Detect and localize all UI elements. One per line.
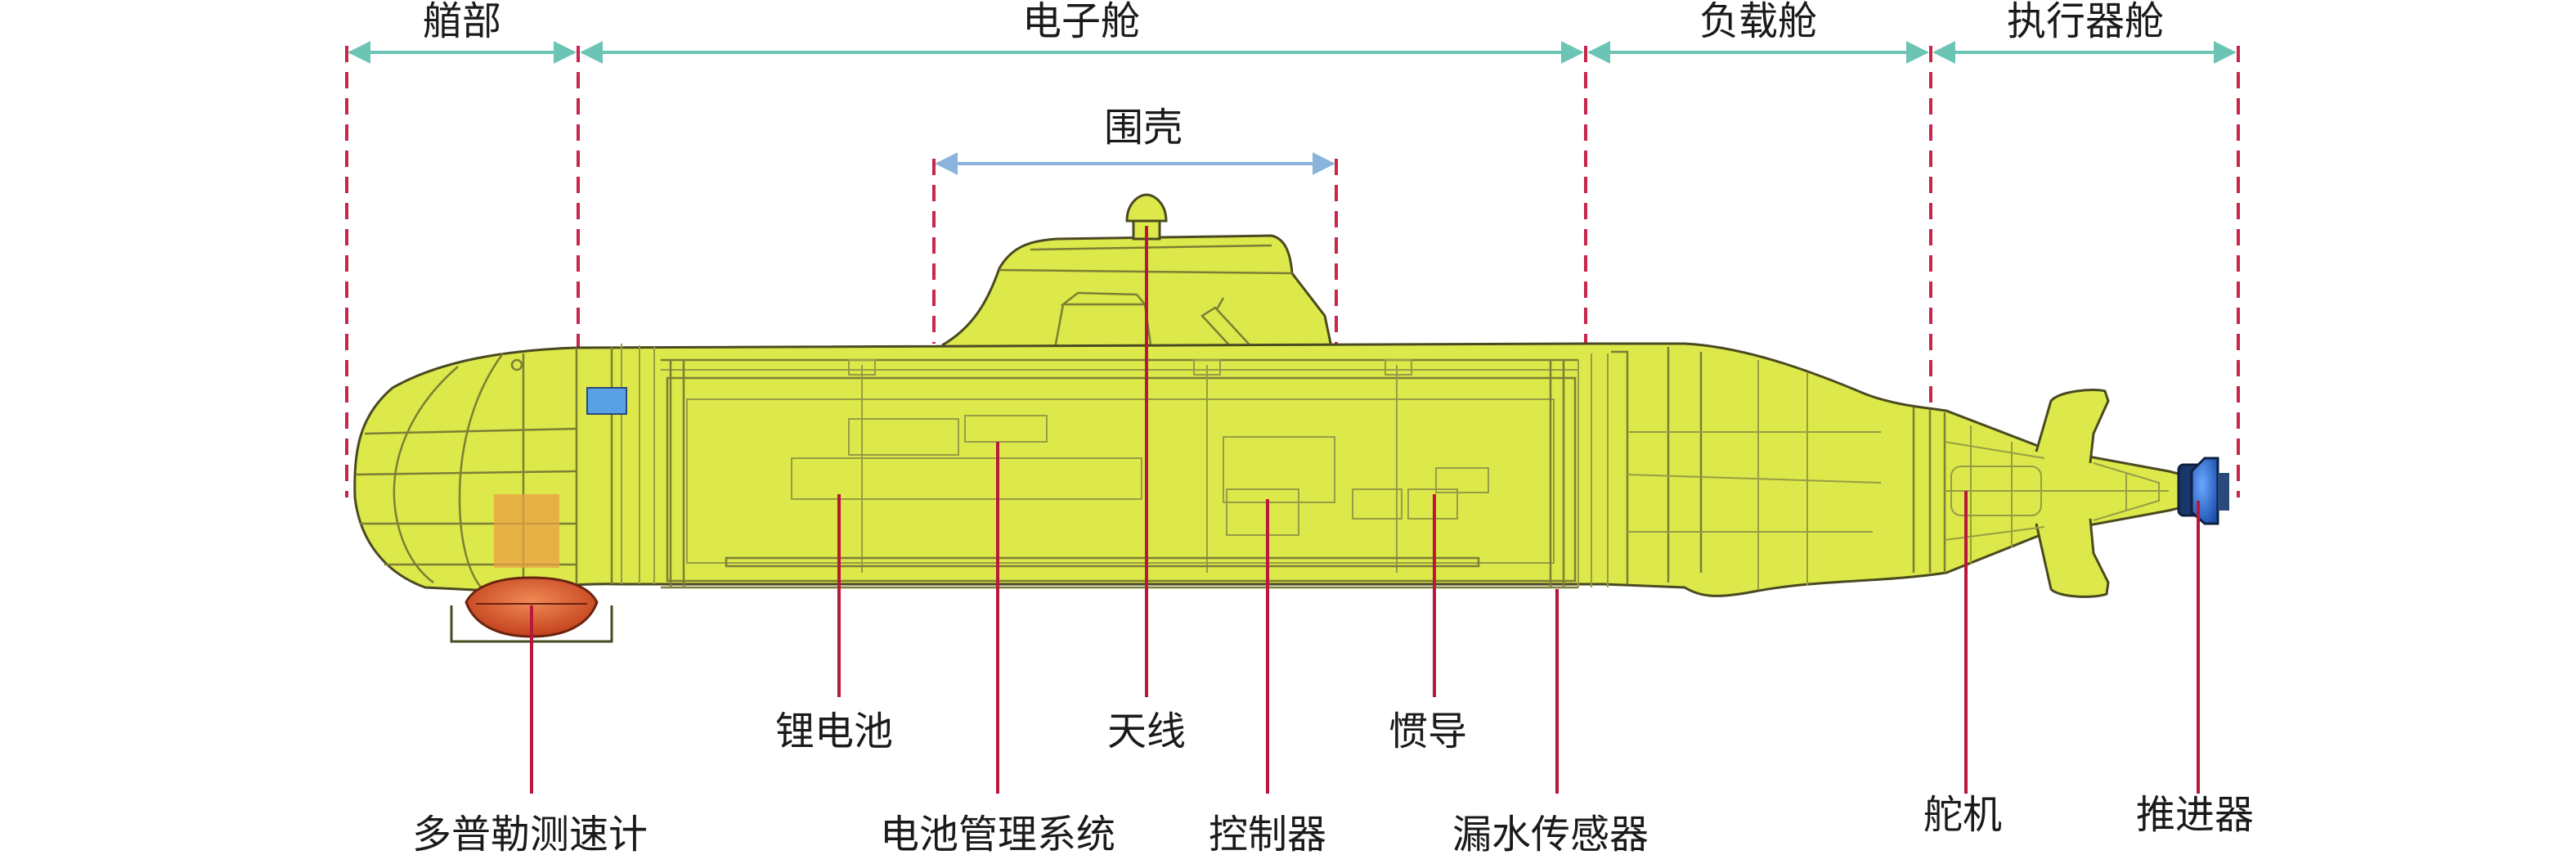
sail-body (942, 236, 1331, 347)
component-leader-lines (530, 226, 2200, 794)
controller-label: 控制器 (1209, 812, 1326, 857)
lower-rudder-fin (2036, 519, 2108, 597)
bms-label: 电池管理系统 (880, 812, 1115, 857)
thruster-body (2190, 457, 2219, 525)
actuator-section-label: 执行器舱 (2007, 0, 2164, 44)
bow-section-label: 艏部 (423, 0, 501, 44)
servo-label: 舵机 (1923, 792, 2002, 838)
ins-label: 惯导 (1389, 709, 1467, 754)
upper-rudder-fin (2036, 389, 2108, 463)
section-boundary-lines (345, 46, 2240, 497)
lithium-battery-label: 锂电池 (775, 709, 893, 754)
electronics-section-label: 电子舱 (1022, 0, 1140, 44)
bow-sensor-block (494, 494, 559, 568)
sail-section-label: 围壳 (1104, 105, 1183, 151)
doppler-label: 多普勒测速计 (412, 812, 648, 857)
section-labels: 艏部 电子舱 负载舱 执行器舱 围壳 (423, 0, 2164, 151)
auv-body (353, 193, 2229, 643)
component-labels: 锂电池 天线 惯导 多普勒测速计 电池管理系统 控制器 漏水传感器 舵机 推进器 (412, 709, 2254, 857)
section-dimension-arrows (348, 41, 2237, 175)
antenna-label: 天线 (1107, 709, 1186, 754)
thruster-label: 推进器 (2136, 792, 2254, 838)
main-hull (354, 344, 2188, 596)
payload-section-label: 负载舱 (1699, 0, 1817, 44)
bow-blue-module (586, 387, 627, 415)
leak-sensor-label: 漏水传感器 (1452, 812, 1649, 857)
antenna-dome (1127, 195, 1166, 221)
